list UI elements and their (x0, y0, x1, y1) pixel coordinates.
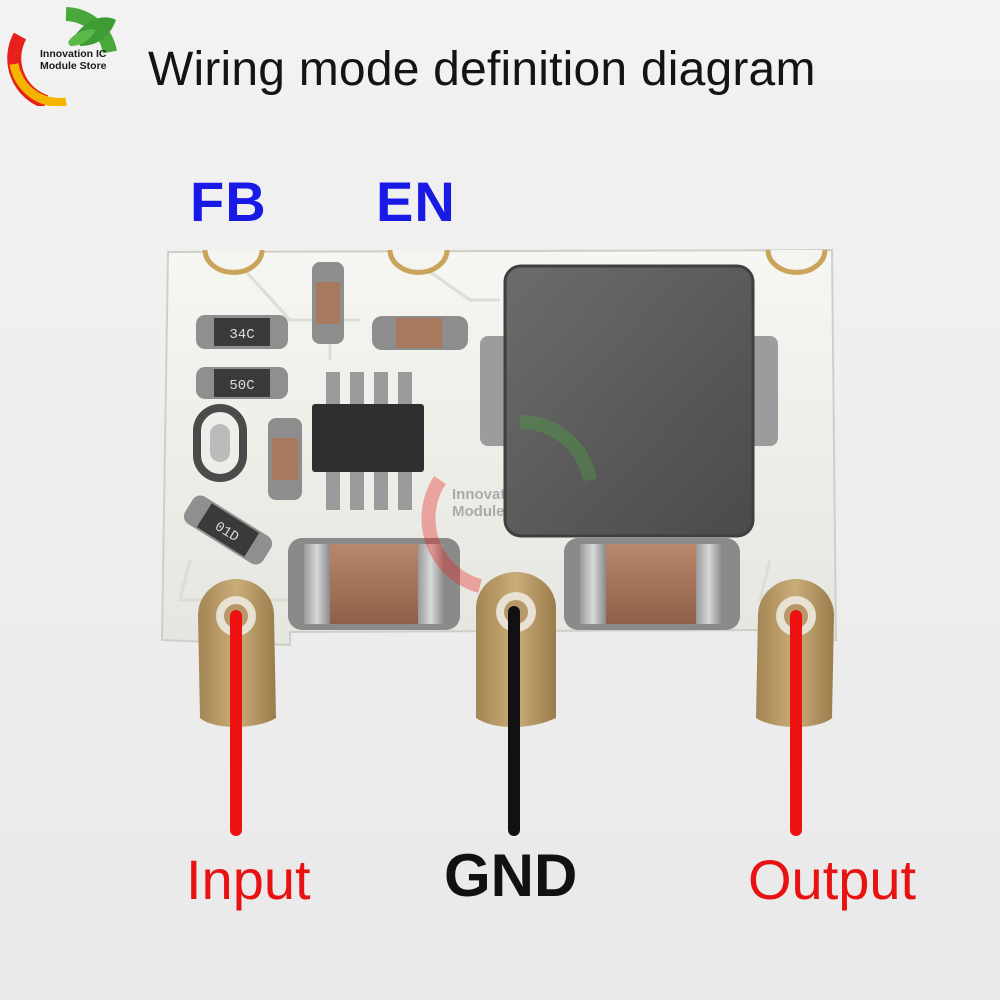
resistor-50c: 50C (196, 367, 288, 399)
capacitor-vertical (268, 418, 302, 500)
test-pad (193, 404, 247, 482)
resistor-01d: 01D (183, 495, 273, 565)
ic-chip (312, 372, 424, 510)
watermark-line-1: Innovation IC (452, 486, 547, 503)
resistor-marking-2: 50C (229, 378, 254, 394)
inductor (480, 264, 778, 538)
pin-label-gnd: GND (444, 842, 578, 909)
large-capacitor-left (288, 538, 460, 630)
pin-label-input: Input (186, 848, 311, 911)
pin-label-fb: FB (190, 170, 267, 233)
resistor-marking-1: 34C (229, 327, 254, 343)
resistor-34c: 34C (196, 315, 288, 349)
watermark-text: Innovation IC Module Store (452, 486, 547, 520)
small-capacitor-right (372, 316, 468, 350)
brand-line-1: Innovation IC (40, 48, 107, 60)
brand-name: Innovation IC Module Store (40, 48, 130, 72)
watermark-line-2: Module Store (452, 503, 548, 520)
pin-label-output: Output (748, 848, 917, 911)
pin-label-en: EN (376, 170, 456, 233)
brand-logo: Innovation IC Module Store (6, 6, 120, 109)
top-pads (202, 249, 828, 275)
small-capacitor-top (312, 262, 344, 344)
brand-line-2: Module Store (40, 60, 107, 72)
logo-circle-icon (7, 7, 117, 109)
watermark-logo-icon (421, 414, 597, 593)
page-title: Wiring mode definition diagram (148, 43, 816, 96)
large-capacitor-right (564, 538, 740, 630)
